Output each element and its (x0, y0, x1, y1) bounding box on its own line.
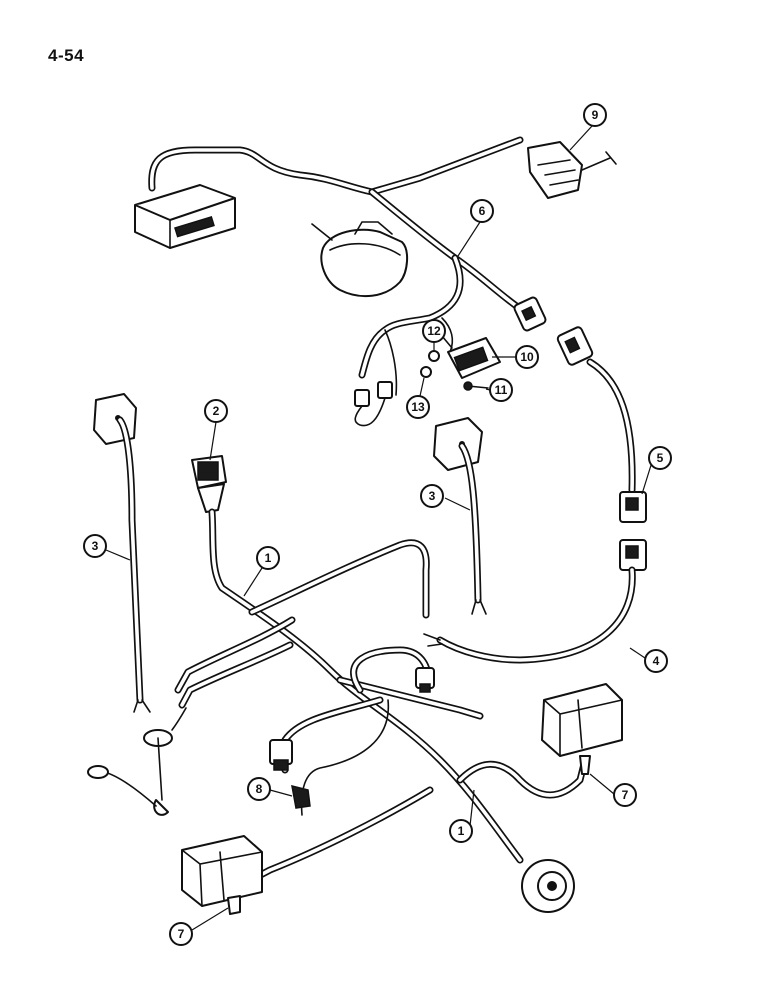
callout-1-upper: 1 (256, 546, 280, 570)
leader-lines (105, 125, 653, 931)
svg-text:7: 7 (178, 927, 185, 941)
harness-clip (291, 784, 311, 809)
fastener-screw (463, 381, 489, 391)
callout-10: 10 (515, 345, 539, 369)
pressure-switch (269, 667, 435, 771)
svg-text:3: 3 (92, 539, 99, 553)
main-harness-wire (174, 508, 589, 894)
rear-lamp-left (181, 835, 263, 915)
upper-harness-wire (148, 136, 526, 396)
svg-text:1: 1 (458, 824, 465, 838)
callout-12: 12 (422, 319, 446, 343)
callout-6: 6 (470, 199, 494, 223)
svg-text:10: 10 (520, 350, 534, 364)
svg-text:3: 3 (429, 489, 436, 503)
beacon-lamp (527, 141, 617, 199)
svg-text:9: 9 (592, 108, 599, 122)
callout-1-lower: 1 (449, 819, 473, 843)
svg-text:6: 6 (479, 204, 486, 218)
callout-9: 9 (583, 103, 607, 127)
callout-7-left: 7 (169, 922, 193, 946)
fastener-nut (420, 366, 432, 378)
callout-7-right: 7 (613, 783, 637, 807)
rear-connector-pair (513, 296, 594, 366)
work-lamp-right (433, 417, 487, 615)
fuel-sender (87, 707, 187, 816)
callout-4: 4 (644, 649, 668, 673)
svg-text:1: 1 (265, 551, 272, 565)
callout-2: 2 (204, 399, 228, 423)
switch-panel (441, 335, 501, 379)
radio-unit (134, 184, 236, 249)
rear-lamp-right (541, 683, 623, 775)
svg-text:13: 13 (411, 400, 425, 414)
trailer-cable (423, 358, 647, 664)
wiper-motor (311, 221, 408, 298)
callout-3-left: 3 (83, 534, 107, 558)
svg-text:8: 8 (256, 782, 263, 796)
rocker-switches (354, 381, 393, 427)
callout-8: 8 (247, 777, 271, 801)
svg-text:11: 11 (495, 383, 508, 397)
page-number: 4-54 (48, 46, 85, 65)
main-connector (191, 455, 227, 513)
svg-text:2: 2 (213, 404, 220, 418)
svg-text:4: 4 (653, 654, 660, 668)
callout-13: 13 (406, 395, 430, 419)
svg-text:5: 5 (657, 451, 664, 465)
svg-text:7: 7 (622, 788, 629, 802)
fastener-washer (428, 350, 440, 362)
callout-5: 5 (648, 446, 672, 470)
svg-text:12: 12 (427, 324, 441, 338)
callout-11: 11 (489, 378, 513, 402)
trailer-socket (521, 859, 575, 913)
callout-3-right: 3 (420, 484, 444, 508)
work-lamp-left (93, 393, 151, 713)
